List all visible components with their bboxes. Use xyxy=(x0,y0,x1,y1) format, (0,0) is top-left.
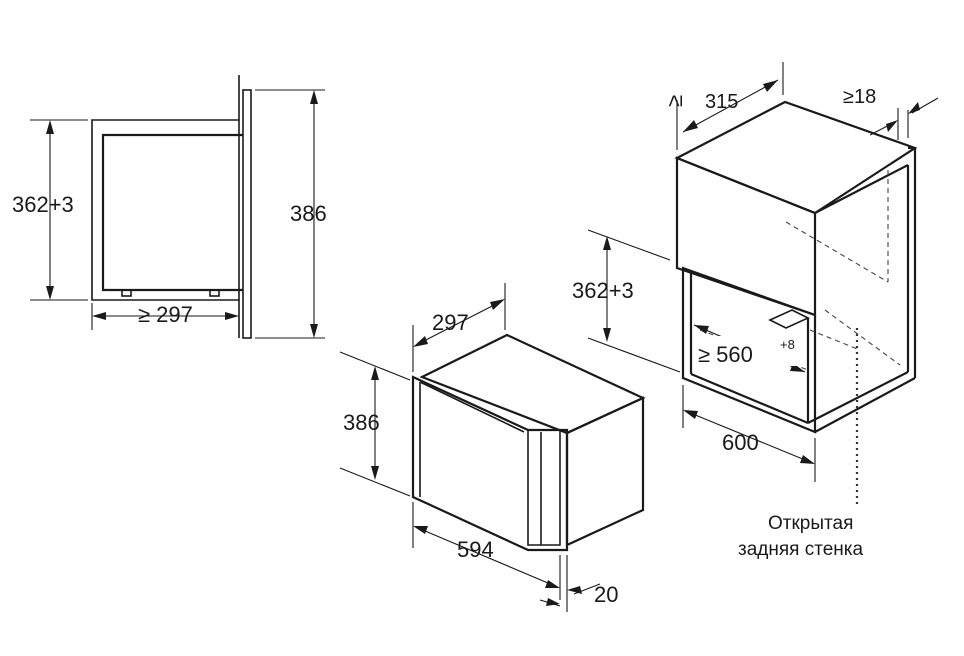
niche-cabinet-width-label: 600 xyxy=(722,430,759,455)
niche-view: ≥ 315 ≥18 362+3 ≥ 560 +8 600 Открытая xyxy=(572,62,939,560)
appliance-frame-label: 20 xyxy=(594,582,618,607)
niche-panel-label: ≥18 xyxy=(843,86,876,108)
niche-appliance-top xyxy=(674,100,918,215)
side-view-total-height-label: 386 xyxy=(290,201,327,226)
niche-note-line2: задняя стенка xyxy=(738,539,863,560)
appliance-view: 297 386 594 20 xyxy=(339,283,646,612)
niche-rail xyxy=(768,309,810,329)
appliance-height-label: 386 xyxy=(343,410,380,435)
side-view-height-label: 362+3 xyxy=(12,192,74,217)
appliance-width-label: 594 xyxy=(457,537,494,562)
appliance-depth-label: 297 xyxy=(432,310,469,335)
side-view-depth-label: ≥ 297 xyxy=(138,302,193,327)
appliance-top xyxy=(419,333,646,435)
niche-width-tolerance: +8 xyxy=(780,337,795,352)
side-view-foot xyxy=(209,289,220,297)
niche-note-line1: Открытая xyxy=(768,513,853,534)
side-view: 362+3 386 ≥ 297 xyxy=(12,75,327,339)
appliance-control-panel xyxy=(527,429,561,546)
niche-depth-label: 315 xyxy=(705,91,738,113)
niche-height-label: 362+3 xyxy=(572,278,634,303)
side-view-appliance xyxy=(101,133,243,292)
appliance-side xyxy=(565,396,645,547)
niche-min-symbol: ≥ xyxy=(662,95,687,107)
side-view-foot xyxy=(121,289,132,297)
side-view-front-panel xyxy=(242,89,252,339)
niche-width-label: ≥ 560 xyxy=(698,342,753,367)
side-view-niche xyxy=(91,119,239,301)
